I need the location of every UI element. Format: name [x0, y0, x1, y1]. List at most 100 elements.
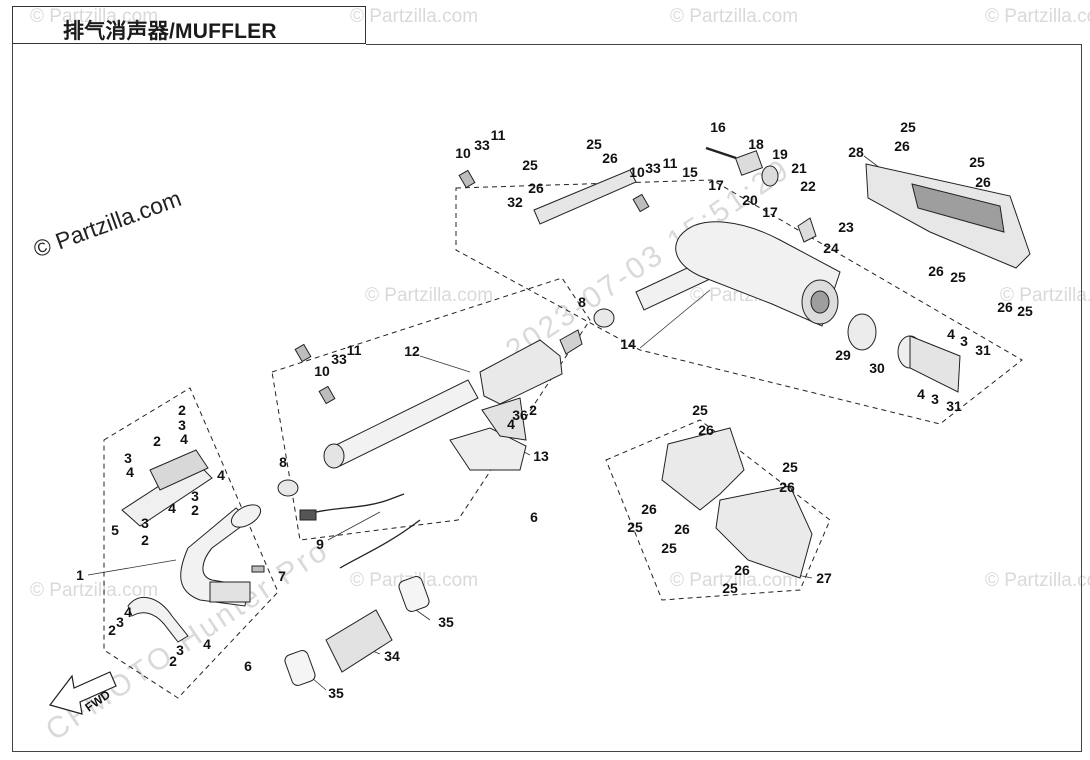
callout-29: 29	[835, 347, 851, 363]
callout-25: 25	[586, 136, 602, 152]
callout-6: 6	[244, 658, 252, 674]
callout-3: 3	[960, 333, 968, 349]
callout-26: 26	[602, 150, 618, 166]
callout-25: 25	[969, 154, 985, 170]
callout-2: 2	[191, 502, 199, 518]
spring-10-top	[458, 169, 476, 189]
callout-16: 16	[710, 119, 726, 135]
callout-9: 9	[316, 536, 324, 552]
callout-25: 25	[722, 580, 738, 596]
callout-36: 36	[512, 407, 528, 423]
callout-2: 2	[178, 402, 186, 418]
callout-8: 8	[279, 454, 287, 470]
callout-31: 31	[975, 342, 991, 358]
callout-13: 13	[533, 448, 549, 464]
clip-24	[797, 217, 817, 243]
callout-2: 2	[108, 622, 116, 638]
gasket-35-upper	[398, 576, 430, 612]
callout-3: 3	[116, 614, 124, 630]
callout-17: 17	[708, 177, 724, 193]
callout-26: 26	[734, 562, 750, 578]
muffler-outlet-inner	[810, 290, 830, 314]
callout-4: 4	[917, 386, 925, 402]
callout-24: 24	[823, 240, 839, 256]
page-title: 排气消声器/MUFFLER	[63, 20, 277, 43]
callout-25: 25	[782, 459, 798, 475]
sensor-wire-9	[301, 493, 405, 517]
callout-26: 26	[928, 263, 944, 279]
callout-10: 10	[455, 145, 471, 161]
callout-25: 25	[661, 540, 677, 556]
leader-14	[639, 289, 711, 349]
header-tube-lower	[127, 596, 189, 643]
leader-1	[87, 559, 177, 576]
callout-3: 3	[931, 391, 939, 407]
callout-11: 11	[490, 127, 506, 143]
callout-4: 4	[168, 500, 176, 516]
sensor-wire-9b	[339, 519, 421, 569]
outline-group-14	[455, 179, 1023, 425]
callout-3: 3	[141, 515, 149, 531]
catalyst-connector	[559, 329, 583, 355]
callout-4: 4	[124, 604, 132, 620]
callout-33: 33	[331, 351, 347, 367]
fwd-arrow-icon	[48, 671, 117, 715]
callout-6: 6	[530, 509, 538, 525]
outline-group-12	[271, 277, 591, 541]
callout-11: 11	[662, 155, 678, 171]
gasket-8-left	[277, 479, 299, 497]
callout-25: 25	[950, 269, 966, 285]
diagram-frame	[12, 44, 1082, 752]
hanger-18	[734, 150, 764, 176]
sensor-connector	[299, 509, 317, 521]
callout-3: 3	[124, 450, 132, 466]
header-flange-end	[230, 504, 262, 528]
gasket-8-right	[593, 308, 615, 328]
callout-31: 31	[946, 398, 962, 414]
callout-4: 4	[217, 467, 225, 483]
springs	[294, 169, 650, 405]
leader-28	[863, 155, 881, 169]
callout-2: 2	[169, 653, 177, 669]
callout-3: 3	[191, 488, 199, 504]
callout-33: 33	[474, 137, 490, 153]
callout-25: 25	[900, 119, 916, 135]
callout-33: 33	[645, 160, 661, 176]
heat-shield-27-upper	[661, 427, 745, 511]
leader-12	[419, 355, 471, 373]
bracket-13	[449, 427, 527, 471]
callout-25: 25	[1017, 303, 1033, 319]
callout-26: 26	[698, 422, 714, 438]
callout-35: 35	[328, 685, 344, 701]
callout-4: 4	[947, 326, 955, 342]
middle-pipe-body	[329, 379, 479, 467]
callout-23: 23	[838, 219, 854, 235]
callout-10: 10	[314, 363, 330, 379]
callout-26: 26	[779, 479, 795, 495]
catalyst-body	[479, 339, 563, 405]
tailpipe-30	[897, 335, 961, 393]
callout-26: 26	[674, 521, 690, 537]
callout-10: 10	[629, 164, 645, 180]
outline-group-header	[103, 387, 279, 699]
callout-3: 3	[176, 642, 184, 658]
spring-10-low	[318, 385, 336, 405]
outline-group-heatshield	[605, 419, 831, 601]
callout-35: 35	[438, 614, 454, 630]
callout-2: 2	[141, 532, 149, 548]
muffler-can	[675, 221, 841, 327]
callout-11: 11	[346, 342, 362, 358]
hanger-assembly	[705, 146, 779, 187]
callout-22: 22	[800, 178, 816, 194]
callout-2: 2	[153, 433, 161, 449]
callout-30: 30	[869, 360, 885, 376]
muffler-body-14	[635, 221, 841, 327]
gasket-29	[847, 313, 877, 351]
callout-28: 28	[848, 144, 864, 160]
spring-10-upper	[632, 193, 650, 213]
callout-7: 7	[278, 568, 286, 584]
callout-4: 4	[180, 431, 188, 447]
callout-32: 32	[507, 194, 523, 210]
leader-35a	[415, 609, 431, 621]
